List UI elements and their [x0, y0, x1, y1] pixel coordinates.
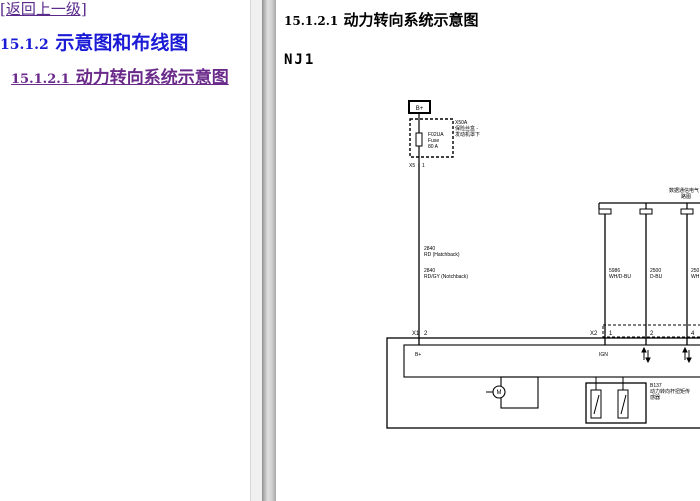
- wire4-color: D-BU: [650, 274, 663, 280]
- sensor-element-1: [590, 389, 602, 419]
- torque-sensor-box: [585, 382, 647, 424]
- page-title-number: 15.1.2.1: [284, 14, 339, 28]
- fusebox-pin: 1: [422, 163, 425, 169]
- fusebox-desc-2: 发动机罩下: [455, 131, 480, 138]
- steering-module-outline: [386, 337, 700, 429]
- connector-bracket-1: [598, 208, 612, 215]
- control-module-box: [403, 344, 700, 378]
- sensor-desc-1: 动力转向杆扭矩传: [650, 388, 690, 395]
- databus-label-2: 路图: [681, 193, 691, 200]
- wire2-color: RD/GY (Notchback): [424, 274, 468, 280]
- subsection-title: 动力转向系统示意图: [75, 68, 229, 88]
- fusebox-outline: [409, 118, 454, 158]
- connector-bracket-3: [680, 208, 694, 215]
- bidirectional-arrow-icon: [641, 346, 651, 364]
- wire5-color: WH: [691, 274, 700, 280]
- motor-box: [500, 376, 539, 409]
- connector-bracket-2: [639, 208, 653, 215]
- bidirectional-arrow-icon: [682, 346, 692, 364]
- fuse-id: F02UA: [428, 132, 444, 138]
- pane-splitter[interactable]: [262, 0, 276, 501]
- connector-x2-outline: [602, 324, 700, 338]
- content-pane: 15.1.2.1 动力转向系统示意图 NJ1 B+ X50A 保险丝盒 - 发动…: [276, 0, 700, 501]
- section-number: 15.1.2: [0, 37, 49, 53]
- fusebox-id: X50A: [455, 120, 468, 126]
- connector-x2-pin1: 1: [609, 331, 613, 337]
- wire1-circuit: 2840: [424, 246, 435, 252]
- battery-label: B+: [416, 106, 424, 112]
- power-steering-schematic: B+ X50A 保险丝盒 - 发动机罩下 F02UA Fuse 80 A X5 …: [386, 100, 700, 429]
- connector-x1: X1: [412, 331, 420, 337]
- page-title: 15.1.2.1 动力转向系统示意图: [284, 9, 479, 30]
- vehicle-code: NJ1: [284, 52, 316, 68]
- motor-label: M: [497, 390, 502, 396]
- wire3-color: WH/D-BU: [609, 274, 631, 280]
- sensor-id: B137: [650, 383, 662, 389]
- sensor-desc-2: 感器: [650, 394, 660, 401]
- module-bplus-label: B+: [415, 352, 421, 358]
- module-ign-label: IGN: [599, 352, 608, 358]
- fuse-symbol: [415, 132, 423, 147]
- navigation-scrollbar[interactable]: [250, 0, 263, 501]
- section-title: 示意图和布线图: [55, 32, 189, 54]
- connector-x1-pin: 2: [424, 331, 428, 337]
- navigation-pane: [返回上一级] 15.1.2 示意图和布线图 15.1.2.1 动力转向系统示意…: [0, 0, 250, 501]
- connector-x2-pin2: 2: [650, 331, 654, 337]
- fuse-word: Fuse: [428, 138, 439, 144]
- fusebox-desc-1: 保险丝盒 -: [455, 125, 478, 132]
- wire5-circuit: 250: [691, 268, 700, 274]
- page-title-text: 动力转向系统示意图: [343, 11, 479, 29]
- sensor-element-2: [617, 389, 629, 419]
- wire2-circuit: 2840: [424, 268, 435, 274]
- back-to-parent-link[interactable]: [返回上一级]: [0, 0, 87, 18]
- fusebox-connector: X5: [409, 163, 415, 169]
- section-heading: 15.1.2 示意图和布线图: [0, 28, 188, 55]
- connector-x2: X2: [590, 331, 598, 337]
- connector-x2-pin4: 4: [691, 331, 695, 337]
- subsection-link[interactable]: 15.1.2.1 动力转向系统示意图: [11, 63, 229, 88]
- databus-label-1: 数据通信电气: [669, 187, 699, 194]
- wire4-circuit: 2500: [650, 268, 661, 274]
- subsection-number: 15.1.2.1: [11, 72, 70, 87]
- wire3-circuit: 5986: [609, 268, 620, 274]
- wire1-color: RD (Hatchback): [424, 252, 460, 258]
- fuse-rating: 80 A: [428, 144, 439, 150]
